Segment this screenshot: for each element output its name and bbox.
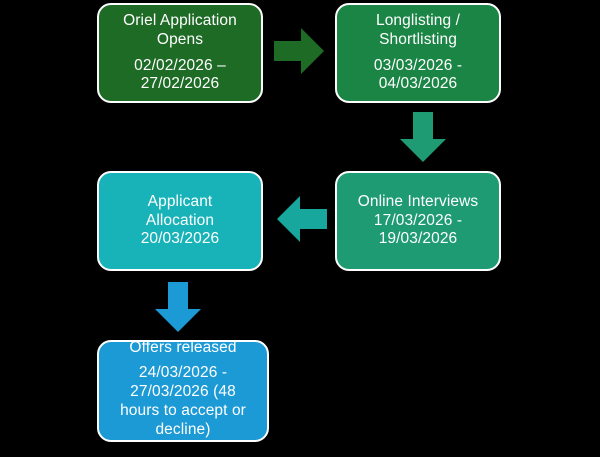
- node-date-line-2: 04/03/2026: [378, 75, 458, 93]
- flow-node-oriel-application-opens[interactable]: Oriel Application Opens 02/02/2026 – 27/…: [97, 3, 263, 103]
- arrow-down-longlisting-to-interviews: [400, 112, 446, 162]
- node-date-line-1: 24/03/2026 -: [138, 364, 228, 382]
- flow-node-offers-released[interactable]: Offers released 24/03/2026 - 27/03/2026 …: [97, 339, 269, 442]
- node-title-line-2: Allocation: [145, 211, 215, 229]
- node-title-line-1: Offers released: [129, 339, 237, 356]
- node-title-line-1: Applicant: [147, 192, 213, 210]
- node-date-line-1: 02/02/2026 –: [134, 56, 226, 74]
- arrow-down-allocation-to-offers: [155, 282, 201, 332]
- node-date-line-3: hours to accept or: [120, 402, 246, 420]
- node-title-line-1: Oriel Application: [123, 11, 237, 29]
- arrow-right-opens-to-longlisting: [274, 28, 324, 74]
- node-date-line-2: 19/03/2026: [378, 230, 458, 248]
- node-title-line-2: Shortlisting: [379, 30, 457, 48]
- node-title-line-2: Opens: [156, 30, 204, 48]
- flow-node-online-interviews[interactable]: Online Interviews 17/03/2026 - 19/03/202…: [335, 171, 501, 271]
- arrow-left-interviews-to-allocation: [277, 196, 327, 242]
- flow-node-applicant-allocation[interactable]: Applicant Allocation 20/03/2026: [97, 171, 263, 271]
- node-date-line-4: decline): [155, 421, 211, 439]
- node-date-line-2: 27/03/2026 (48: [130, 383, 236, 401]
- flow-node-longlisting-shortlisting[interactable]: Longlisting / Shortlisting 03/03/2026 - …: [335, 3, 501, 103]
- node-date-line-1: 03/03/2026 -: [373, 56, 463, 74]
- node-date-line-1: 17/03/2026 -: [373, 211, 463, 229]
- node-title-line-1: Longlisting /: [375, 11, 461, 29]
- node-title-line-1: Online Interviews: [357, 192, 479, 210]
- node-date-line-1: 20/03/2026: [140, 230, 220, 248]
- node-date-line-2: 27/02/2026: [140, 75, 220, 93]
